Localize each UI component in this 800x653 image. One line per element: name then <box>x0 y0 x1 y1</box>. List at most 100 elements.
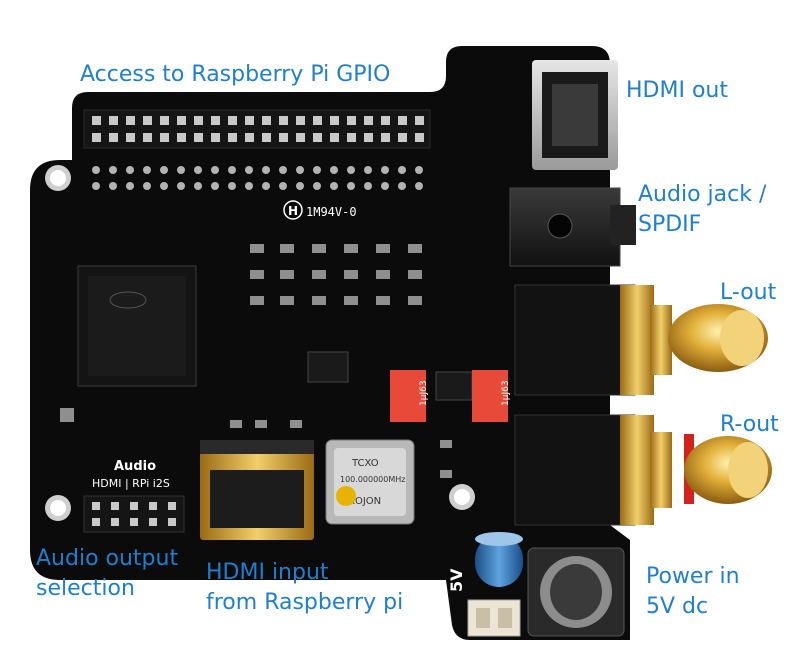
gpio-pad <box>279 166 287 174</box>
gpio-pad <box>381 182 389 190</box>
gpio-pin <box>262 116 271 125</box>
hdmi-input-label: HDMI input from Raspberry pi <box>206 560 404 615</box>
tcxo-frequency: 100.000000MHz <box>340 475 405 484</box>
jumper-pin <box>130 518 138 526</box>
gpio-pin <box>160 116 169 125</box>
board-code-text: 1M94V-0 <box>306 205 357 219</box>
gpio-pad <box>177 166 185 174</box>
power-jack <box>527 547 625 637</box>
silk-5v: 5V <box>447 568 466 592</box>
audio-jack-label: Audio jack / SPDIF <box>638 182 767 237</box>
audio-selection-jumpers: Audio HDMI | RPi i2S <box>83 459 185 533</box>
gpio-pad <box>381 166 389 174</box>
gpio-pad <box>228 182 236 190</box>
silk-jumper-labels: HDMI | RPi i2S <box>92 477 170 490</box>
jumper-pin <box>168 518 176 526</box>
l-out-rca-jack <box>514 284 768 396</box>
gpio-pin <box>364 116 373 125</box>
gpio-pad <box>109 166 117 174</box>
gpio-pad <box>194 182 202 190</box>
gpio-label: Access to Raspberry Pi GPIO <box>80 62 391 87</box>
hdmi-out-connector <box>532 60 618 170</box>
gpio-pad <box>364 182 372 190</box>
gpio-pin <box>245 133 254 142</box>
cap2-text: 1μJ63 <box>501 380 511 406</box>
gpio-pin <box>92 116 101 125</box>
red-film-capacitors: 1μJ63 1μJ63 <box>390 370 511 422</box>
r-out-label: R-out <box>720 412 779 437</box>
gpio-pin <box>398 116 407 125</box>
gpio-pad <box>211 182 219 190</box>
tcxo-label: TCXO <box>351 458 379 469</box>
jumper-pin <box>149 502 157 510</box>
gpio-solder-pads <box>92 166 423 190</box>
gpio-pad <box>262 182 270 190</box>
gpio-pin <box>160 133 169 142</box>
gpio-pin <box>279 116 288 125</box>
gpio-pad <box>245 166 253 174</box>
gpio-pin <box>313 116 322 125</box>
gpio-pad <box>194 166 202 174</box>
jumper-pin <box>92 502 100 510</box>
silk-audio: Audio <box>114 459 156 474</box>
jumper-pin <box>111 518 119 526</box>
gpio-pin <box>211 133 220 142</box>
gpio-pin <box>313 133 322 142</box>
audio-output-selection-label: Audio output selection <box>36 546 179 601</box>
main-processor-chip <box>77 265 197 387</box>
gpio-pad <box>109 182 117 190</box>
gpio-pin <box>296 116 305 125</box>
electrolytic-capacitor <box>475 532 523 587</box>
gpio-pad <box>126 166 134 174</box>
gpio-pin <box>279 133 288 142</box>
gpio-pin <box>347 133 356 142</box>
gpio-pad <box>398 182 406 190</box>
gpio-pin <box>364 133 373 142</box>
gpio-pin <box>211 116 220 125</box>
gpio-header <box>83 109 431 190</box>
small-components <box>60 244 473 478</box>
gpio-pin <box>177 116 186 125</box>
gpio-pin <box>228 133 237 142</box>
power-in-label: Power in 5V dc <box>646 564 740 619</box>
gpio-pin <box>228 116 237 125</box>
gpio-pin <box>381 133 390 142</box>
gpio-pad <box>126 182 134 190</box>
jst-connector <box>467 599 521 637</box>
cap1-text: 1μJ63 <box>419 380 429 406</box>
tcxo-maker: ROJON <box>348 496 381 507</box>
gpio-pin <box>415 116 424 125</box>
jumper-pin <box>111 502 119 510</box>
gpio-pin <box>194 116 203 125</box>
gpio-pin <box>194 133 203 142</box>
gpio-pad <box>313 182 321 190</box>
gpio-pad <box>364 166 372 174</box>
jumper-pin <box>130 502 138 510</box>
gpio-pin <box>92 133 101 142</box>
gpio-pin <box>415 133 424 142</box>
l-out-label: L-out <box>720 280 777 305</box>
tcxo-oscillator: TCXO 100.000000MHz ROJON <box>325 439 415 525</box>
gpio-pin <box>126 133 135 142</box>
gpio-pad <box>143 182 151 190</box>
hdmi-input-connector <box>200 440 314 540</box>
gpio-pad <box>398 166 406 174</box>
gpio-pad <box>347 182 355 190</box>
gpio-pad <box>211 166 219 174</box>
board-marking: H 1M94V-0 <box>283 200 357 220</box>
gpio-pin <box>126 116 135 125</box>
gpio-pad <box>92 182 100 190</box>
r-out-rca-jack <box>514 414 772 526</box>
gpio-pin <box>143 116 152 125</box>
gpio-pad <box>296 182 304 190</box>
gpio-pad <box>228 166 236 174</box>
gpio-pin <box>296 133 305 142</box>
gpio-pad <box>160 166 168 174</box>
gpio-pin <box>381 116 390 125</box>
gpio-pad <box>160 182 168 190</box>
gpio-pin <box>398 133 407 142</box>
gpio-pin <box>177 133 186 142</box>
gpio-pad <box>177 182 185 190</box>
gpio-pad <box>415 182 423 190</box>
gpio-pin <box>330 116 339 125</box>
